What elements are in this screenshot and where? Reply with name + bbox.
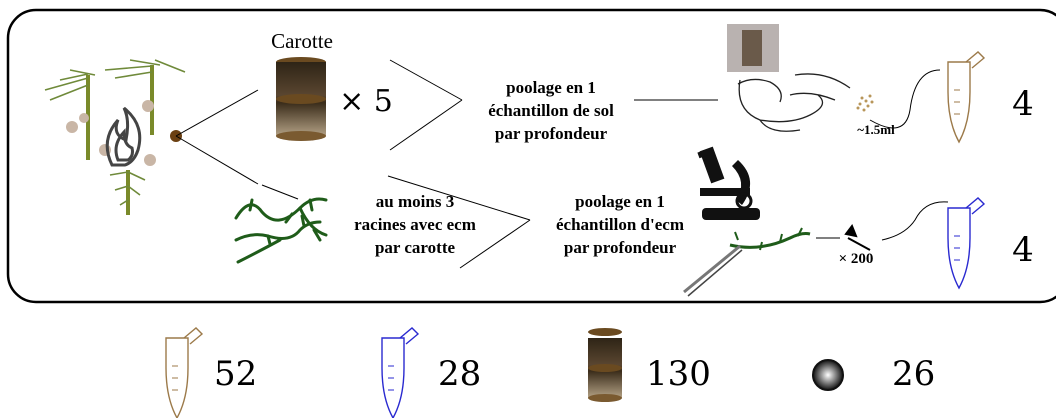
soil-core-icon — [588, 328, 622, 402]
soil-tube-count: 4 — [1012, 84, 1034, 124]
brown-tube-icon — [165, 327, 203, 418]
roots-icon — [234, 197, 328, 264]
total-blue-tubes: 28 — [438, 354, 482, 394]
ecm-pooling-step: poolage en 1 échantillon d'ecm par profo… — [556, 192, 684, 257]
blue-tube-icon — [381, 327, 419, 418]
root-tip-icon — [844, 223, 871, 251]
soil-pooling-step: poolage en 1 échantillon de sol par prof… — [488, 78, 614, 143]
total-samples: 26 — [892, 354, 936, 394]
tweezers-root-icon — [683, 227, 811, 297]
total-cores: 130 — [646, 354, 711, 394]
roots-step: au moins 3 racines avec ecm par carotte — [354, 192, 476, 257]
microscope-icon — [697, 146, 760, 220]
ecm-tube-icon — [947, 197, 985, 289]
burnt-forest-icon — [44, 59, 186, 215]
total-brown-tubes: 52 — [214, 354, 258, 394]
soil-core-icon — [276, 57, 326, 141]
core-label: Carotte — [271, 29, 333, 53]
core-multiplier: × 5 — [339, 84, 393, 119]
soil-tube-icon — [947, 51, 985, 143]
ecm-tube-count: 4 — [1012, 230, 1034, 270]
volume-label: ~1.5ml — [857, 122, 895, 137]
workflow-panel — [6, 8, 1056, 304]
tips-multiplier: × 200 — [838, 251, 874, 267]
sample-dot-icon — [812, 359, 844, 391]
soil-powder-icon — [856, 94, 874, 112]
soil-mixing-hands-icon — [727, 24, 851, 132]
